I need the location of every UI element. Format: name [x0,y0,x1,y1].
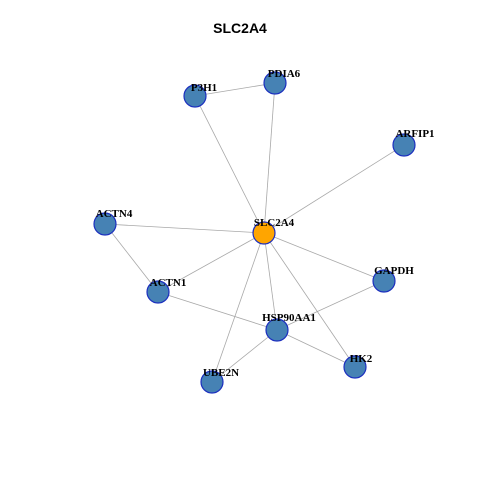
node-label-gapdh: GAPDH [374,265,414,277]
node-ube2n[interactable] [200,370,224,394]
node-label-actn1: ACTN1 [150,277,187,289]
node-gapdh[interactable] [372,269,396,293]
node-hsp90aa1[interactable] [265,318,289,342]
node-pdia6[interactable] [263,71,287,95]
edge-arfip1-slc2a4 [263,144,405,234]
edge-actn4-actn1 [104,223,159,293]
node-actn1[interactable] [146,280,170,304]
edge-p3h1-pdia6 [194,82,276,97]
node-actn4[interactable] [93,212,117,236]
edge-pdia6-slc2a4 [263,82,276,234]
node-hk2[interactable] [343,355,367,379]
graph-title: SLC2A4 [213,20,267,36]
node-p3h1[interactable] [183,84,207,108]
node-slc2a4[interactable] [252,221,276,245]
node-label-ube2n: UBE2N [203,367,239,379]
node-label-p3h1: P3H1 [191,82,217,94]
edge-hsp90aa1-hk2 [276,329,356,368]
edge-actn4-slc2a4 [104,223,265,234]
node-label-slc2a4: SLC2A4 [254,217,295,229]
edge-slc2a4-ube2n [211,232,265,383]
node-label-actn4: ACTN4 [96,208,133,220]
edge-hsp90aa1-ube2n [211,329,278,383]
edge-layer [104,82,405,383]
node-layer [93,71,416,394]
edge-actn1-hsp90aa1 [157,291,278,331]
edge-slc2a4-gapdh [263,232,385,282]
edge-slc2a4-hk2 [263,232,356,368]
node-label-hk2: HK2 [350,353,373,365]
edge-slc2a4-hsp90aa1 [263,232,278,331]
node-label-hsp90aa1: HSP90AA1 [262,312,316,324]
edge-gapdh-hsp90aa1 [276,280,385,331]
node-label-arfip1: ARFIP1 [395,128,434,140]
node-arfip1[interactable] [392,133,416,157]
edge-actn1-slc2a4 [157,232,265,293]
edge-p3h1-slc2a4 [194,95,265,234]
node-label-pdia6: PDIA6 [268,68,301,80]
